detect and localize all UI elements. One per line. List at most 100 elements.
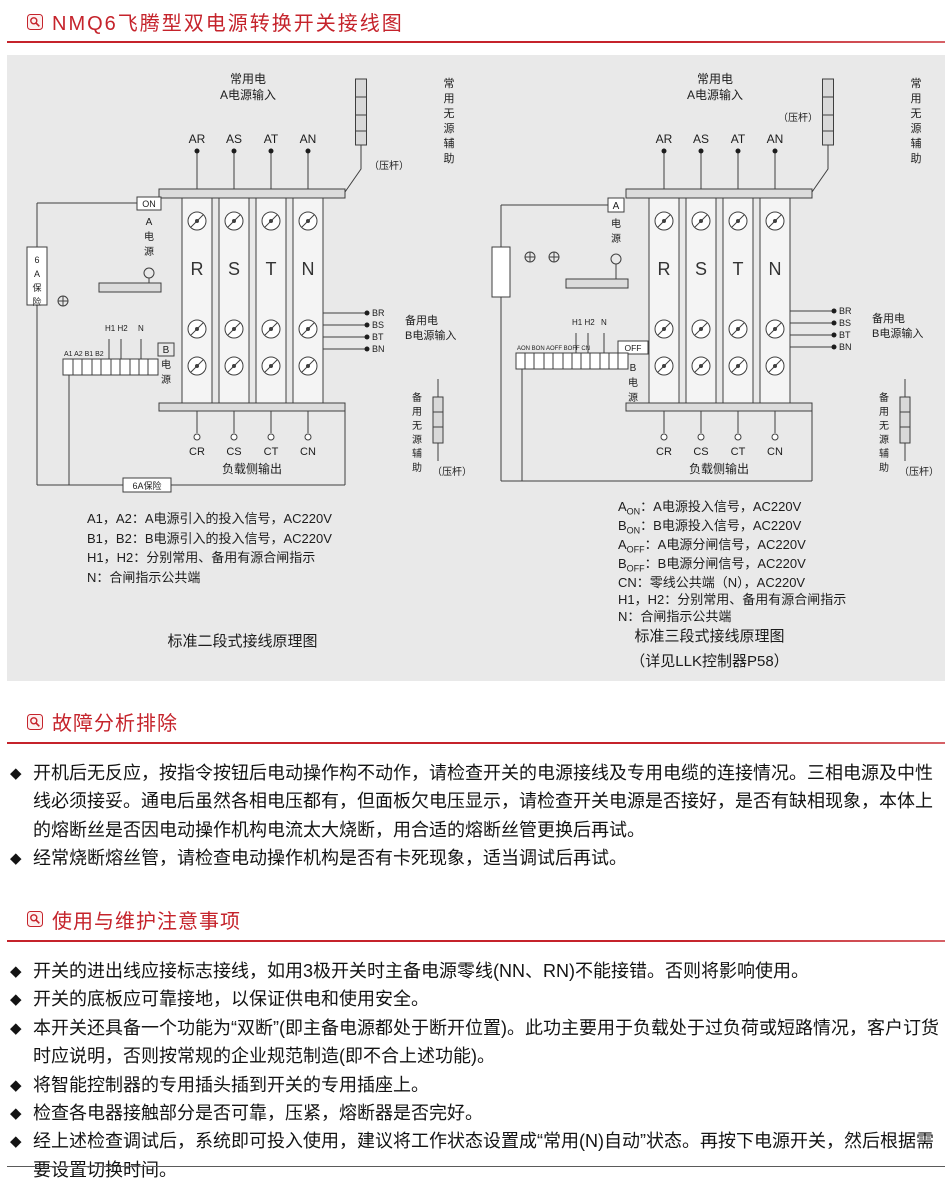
diagram-note: BON：B电源投入信号，AC220V: [618, 518, 802, 536]
h-label: H1 H2: [105, 324, 128, 333]
backup-terminal: BT: [839, 330, 851, 340]
load-label: 负载侧输出: [688, 461, 748, 476]
load-terminal: CT: [730, 446, 745, 458]
bullet-item: ◆ 开关的进出线应接标志接线，如用3极开关时主备电源零线(NN、RN)不能接错。否…: [10, 957, 940, 985]
bullet-marker: ◆: [10, 1019, 22, 1037]
backup-terminal: BR: [839, 306, 852, 316]
strip-label: A1 A2 B1 B2: [64, 351, 104, 358]
phase-label: T: [265, 259, 276, 279]
bullet-marker: ◆: [10, 991, 22, 1009]
phase-label: S: [694, 259, 706, 279]
diagram-two-section: 常用电 A电源输入 AR AS AT AN （压杆） 常用无源辅助 R S T …: [9, 61, 476, 675]
bullet-item: ◆ 本开关还具备一个功能为“双断”(即主备电源都处于断开位置)。此功主要用于负载处…: [10, 1014, 940, 1071]
page-title: NMQ6飞腾型双电源转换开关接线图: [52, 13, 404, 35]
n-label: N: [138, 324, 144, 333]
section-rule: [7, 939, 945, 942]
terminal-label: AN: [299, 132, 316, 146]
diagram-labels: 常用电 A电源输入 AR AS AT AN （压杆） 常用无源辅助 R S T …: [517, 72, 939, 478]
bullet-item: ◆ 检查各电器接触部分是否可靠，压紧，熔断器是否完好。: [10, 1099, 940, 1127]
diagram-note: AON：A电源投入信号，AC220V: [618, 499, 802, 517]
bullet-marker: ◆: [10, 850, 22, 868]
bullet-item: ◆经上述检查调试后，系统即可投入使用，建议将工作状态设置成“常用(N)自动”状态…: [10, 1127, 940, 1184]
section-body: ◆ 开关的进出线应接标志接线，如用3极开关时主备电源零线(NN、RN)不能接错。否…: [0, 942, 952, 1184]
bullet-item: ◆开机后无反应，按指令按钮后电动操作构不动作，请检查开关的电源接线及专用电缆的连…: [10, 759, 940, 844]
bullet-marker: ◆: [10, 1104, 22, 1122]
diagram-labels: 常用电 A电源输入 AR AS AT AN （压杆） 常用无源辅助 R S T …: [32, 72, 472, 491]
section-title: 使用与维护注意事项: [52, 910, 241, 933]
bullet-marker: ◆: [10, 962, 22, 980]
wires: [36, 145, 438, 486]
a-label: A: [612, 201, 619, 212]
section-body: ◆开机后无反应，按指令按钮后电动操作构不动作，请检查开关的电源接线及专用电缆的连…: [0, 744, 952, 873]
control-symbols: [491, 197, 648, 370]
terminal-label: AT: [263, 132, 278, 146]
load-terminal: CR: [189, 446, 205, 458]
page-header: NMQ6飞腾型双电源转换开关接线图: [0, 0, 952, 41]
section-rule: [7, 742, 945, 744]
aux-top-label: 常用无源辅助: [910, 77, 921, 165]
diagram-three-section: 常用电 A电源输入 AR AS AT AN （压杆） 常用无源辅助 R S T …: [476, 61, 943, 675]
phase-label: R: [657, 259, 670, 279]
diagram-note: H1，H2：分别常用、备用有源合闸指示: [618, 592, 847, 608]
bullet-marker: ◆: [10, 1133, 22, 1151]
diagram-note: B1，B2：B电源引入的投入信号，AC220V: [87, 530, 332, 546]
load-terminal: CR: [656, 446, 672, 458]
source-label: 常用电: [696, 72, 732, 86]
source-label: A电源输入: [219, 87, 275, 102]
terminal-label: AN: [766, 132, 783, 146]
phase-label: N: [768, 259, 781, 279]
diagram-caption: 标准二段式接线原理图: [167, 633, 318, 650]
pressure-label: （压杆）: [432, 466, 472, 478]
section-header: 故障分析排除: [0, 707, 952, 742]
magnifier-icon: [27, 13, 43, 30]
load-terminal: CN: [300, 446, 316, 458]
bullet-text: 检查各电器接触部分是否可靠，压紧，熔断器是否完好。: [33, 1102, 483, 1123]
bullet-text: 开关的进出线应接标志接线，如用3极开关时主备电源零线(NN、RN)不能接错。否则…: [33, 960, 809, 981]
pressure-label: （压杆）: [899, 466, 939, 478]
terminal-label: AR: [188, 132, 205, 146]
section-troubleshooting: 故障分析排除 ◆开机后无反应，按指令按钮后电动操作构不动作，请检查开关的电源接线…: [0, 707, 952, 873]
load-terminal: CS: [226, 446, 241, 458]
magnifier-icon: [27, 713, 43, 730]
diagram-note: BOFF：B电源分闸信号，AC220V: [618, 556, 806, 574]
section-title: 故障分析排除: [52, 713, 178, 735]
bullet-text: 经常烧断熔丝管，请检查电动操作机构是否有卡死现象，适当调试后再试。: [33, 848, 627, 869]
section-usage-maintenance: 使用与维护注意事项 ◆ 开关的进出线应接标志接线，如用3极开关时主备电源零线(NN…: [0, 905, 952, 1184]
bullet-text: 将智能控制器的专用插头插到开关的专用插座上。: [33, 1074, 429, 1095]
backup-label: B电源输入: [405, 328, 456, 342]
load-label: 负载侧输出: [221, 461, 281, 476]
bullet-marker: ◆: [10, 1076, 22, 1094]
diagram-note: N：合闸指示公共端: [87, 569, 201, 585]
caption-line: （详见LLK控制器P58）: [630, 653, 789, 671]
pressure-label: （压杆）: [778, 112, 818, 124]
pressure-label: （压杆）: [369, 160, 409, 172]
a-power-label: 电源: [611, 217, 621, 245]
backup-terminal: BR: [372, 308, 385, 318]
page-footer-rule: [7, 1166, 945, 1167]
on-label: ON: [142, 199, 156, 209]
bullet-text: 本开关还具备一个功能为“双断”(即主备电源都处于断开位置)。此功主要用于负载处于…: [33, 1017, 939, 1067]
aux-top-label: 常用无源辅助: [443, 77, 454, 165]
load-terminal: CS: [693, 446, 708, 458]
terminal-label: AR: [655, 132, 672, 146]
wiring-diagram-three-section: 常用电 A电源输入 AR AS AT AN （压杆） 常用无源辅助 R S T …: [491, 72, 939, 482]
phase-label: S: [227, 259, 239, 279]
backup-label: 备用电: [872, 311, 905, 325]
backup-terminal: BS: [372, 320, 384, 330]
diagram-note: AOFF：A电源分闸信号，AC220V: [618, 537, 806, 555]
h-label: H1 H2: [572, 318, 595, 327]
source-label: A电源输入: [686, 87, 742, 102]
backup-terminal: BN: [839, 342, 852, 352]
bullet-text: 开关的底板应可靠接地，以保证供电和使用安全。: [33, 989, 429, 1010]
bullet-marker: ◆: [10, 765, 22, 782]
pressure-rods: [354, 78, 443, 444]
wires: [500, 145, 905, 482]
terminal-label: AS: [225, 132, 241, 146]
source-label: 常用电: [229, 72, 265, 86]
diagram-notes: A1，A2：A电源引入的投入信号，AC220V B1，B2：B电源引入的投入信号，…: [87, 509, 332, 587]
backup-terminal: BS: [839, 318, 851, 328]
diagram-note: A1，A2：A电源引入的投入信号，AC220V: [87, 511, 332, 526]
